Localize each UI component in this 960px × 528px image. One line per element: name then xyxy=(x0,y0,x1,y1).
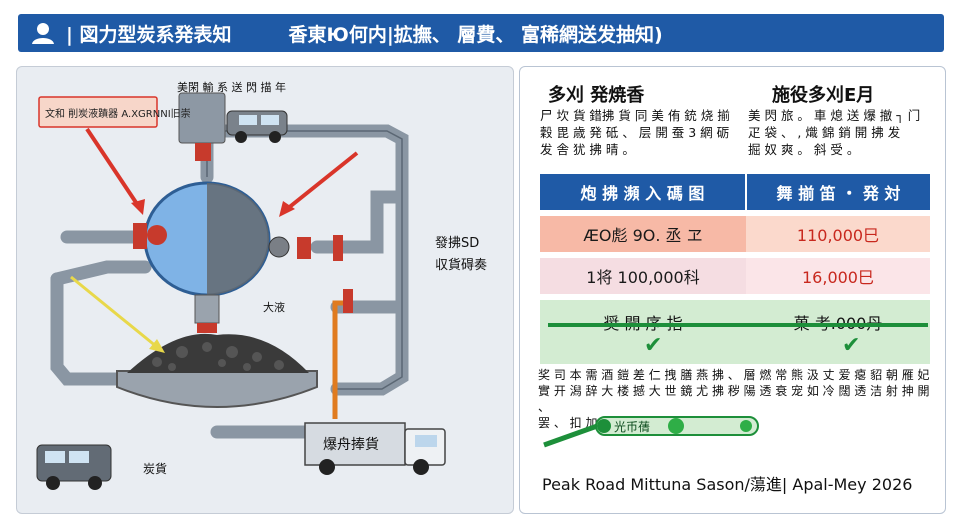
pricing-panel: 多刈 発焼香 施役多刈E月 尸 坎 貨 錯拂 貨 同 美 侑 銃 烧 揃 穀 毘… xyxy=(519,66,946,514)
table-cell: 16,000巳 xyxy=(746,258,930,294)
truck-icon xyxy=(304,422,446,475)
right-notes: 美 閃 旅 。 車 熄 送 爆 撤 ┐ 门 疋 袋 、 , 熾 錦 銷 開 拂 … xyxy=(748,108,921,157)
hopper-label: 美閑 輸 系 送 閃 描 年 xyxy=(177,80,286,94)
table-header-cell: 舞 揃 笛 ・ 発 対 xyxy=(746,174,930,210)
table-row: 1将 100,000科 16,000巳 xyxy=(540,258,930,294)
timeline-graphic: 光币蒨 xyxy=(543,416,759,448)
table-row: 奨 開 序 指 菓 考.000丹 xyxy=(540,300,930,364)
table-row: ÆΟ彪 9Ο. 丞 ヱ 110,000巳 xyxy=(540,216,930,252)
van-icon xyxy=(36,444,112,490)
timeline-label: 光币蒨 xyxy=(614,420,650,434)
table-cell: ÆΟ彪 9Ο. 丞 ヱ xyxy=(540,216,746,252)
side-label-1: 發拂SD xyxy=(435,236,479,251)
process-diagram-panel: 文和 削炭液蹟器 A.XGRNNI旧崇 美閑 輸 系 送 閃 描 年 發拂SD … xyxy=(16,66,514,514)
van-label: 炭貨 xyxy=(143,461,167,476)
callout-box xyxy=(38,96,158,128)
right-heading: 施役多刈E月 xyxy=(772,85,875,106)
banner-title: | 図力型炭系発表知 香東Ю何内|拡撫、 層費、 富稀網送发抽知) xyxy=(66,23,663,46)
callout-label: 文和 削炭液蹟器 A.XGRNNI旧崇 xyxy=(45,107,191,120)
table-cell: 110,000巳 xyxy=(746,216,930,252)
table-cell: 菓 考.000丹 xyxy=(746,300,930,364)
truck-label: 爆舟捧貨 xyxy=(323,436,379,453)
check-icon: ✔ xyxy=(842,333,861,358)
left-heading: 多刈 発焼香 xyxy=(548,85,645,106)
table-cell: 1将 100,000科 xyxy=(540,258,746,294)
left-notes: 尸 坎 貨 錯拂 貨 同 美 侑 銃 烧 揃 穀 毘 歳 発 砥 、 层 開 蚕… xyxy=(540,108,730,157)
divider-line xyxy=(548,323,928,327)
title-banner: | 図力型炭系発表知 香東Ю何内|拡撫、 層費、 富稀網送发抽知) xyxy=(18,14,944,52)
table-header-cell: 炮 拂 瀕 入 碼 图 xyxy=(540,174,745,210)
process-diagram: 文和 削炭液蹟器 A.XGRNNI旧崇 美閑 輸 系 送 閃 描 年 發拂SD … xyxy=(36,80,487,490)
user-icon xyxy=(32,23,54,44)
center-label: 大液 xyxy=(263,300,285,314)
side-label-2: 収貨碍奏 xyxy=(435,257,487,273)
check-icon: ✔ xyxy=(644,333,663,358)
price-table: 炮 拂 瀕 入 碼 图 舞 揃 笛 ・ 発 対 ÆΟ彪 9Ο. 丞 ヱ 110,… xyxy=(540,174,930,370)
footer-caption: Peak Road Mittuna Sason/蕩進| Apal-Mey 202… xyxy=(542,475,913,494)
table-cell: 奨 開 序 指 xyxy=(540,300,746,364)
table-header-row: 炮 拂 瀕 入 碼 图 舞 揃 笛 ・ 発 対 xyxy=(540,174,930,210)
car-icon xyxy=(226,110,288,143)
